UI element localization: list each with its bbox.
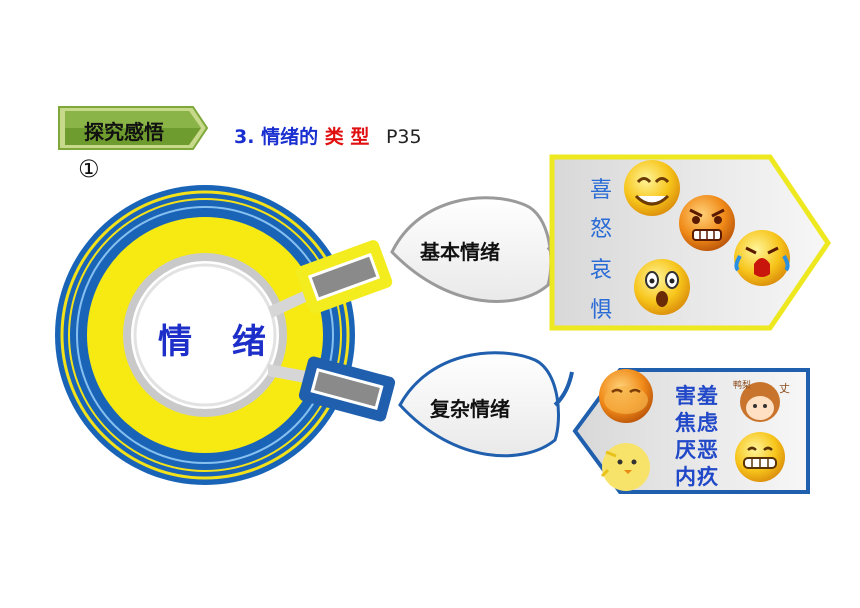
angry-face-icon: [679, 195, 735, 251]
complex-emotions-label: 复杂情绪: [430, 397, 510, 421]
svg-text:鸭梨: 鸭梨: [733, 379, 751, 391]
svg-text:丈: 丈: [779, 382, 790, 395]
happy-face-icon: [624, 160, 680, 216]
chick-icon: [600, 443, 650, 491]
title-main: 情绪的: [261, 126, 319, 148]
leaf-complex: [398, 351, 574, 458]
section-tag-badge: [58, 106, 209, 150]
basic-panel: [549, 154, 832, 331]
complex-emotion-shyness: 害羞: [675, 384, 719, 408]
cartoon-girl-icon: 鸭梨 丈: [733, 379, 790, 422]
complex-emotion-disgust: 厌恶: [675, 438, 719, 462]
basic-emotion-joy: 喜: [590, 178, 613, 203]
complex-panel: 鸭梨 丈: [572, 368, 810, 494]
shy-face-icon: [599, 369, 653, 423]
title-number: 3.: [234, 126, 255, 148]
connector-basic: [268, 240, 393, 318]
title-page-ref: P35: [385, 126, 422, 148]
connector-complex: [268, 356, 396, 422]
title-highlight: 类 型: [324, 126, 370, 148]
basic-emotion-anger: 怒: [590, 217, 613, 242]
basic-emotions-label: 基本情绪: [420, 240, 500, 264]
section-tag-label: 探究感悟: [84, 120, 164, 144]
page-title: 3. 情绪的 类 型 P35: [234, 122, 422, 149]
circled-number: ①: [78, 155, 100, 183]
center-rings: [55, 185, 355, 485]
crying-face-icon: [734, 230, 790, 286]
complex-emotion-guilt: 内疚: [675, 465, 719, 489]
grimace-face-icon: [735, 432, 785, 482]
basic-emotion-fear: 惧: [590, 298, 613, 323]
center-label: 情 绪: [158, 322, 280, 362]
complex-emotion-anxiety: 焦虑: [675, 411, 719, 435]
fear-face-icon: [634, 259, 690, 315]
basic-emotion-sorrow: 哀: [590, 258, 613, 283]
